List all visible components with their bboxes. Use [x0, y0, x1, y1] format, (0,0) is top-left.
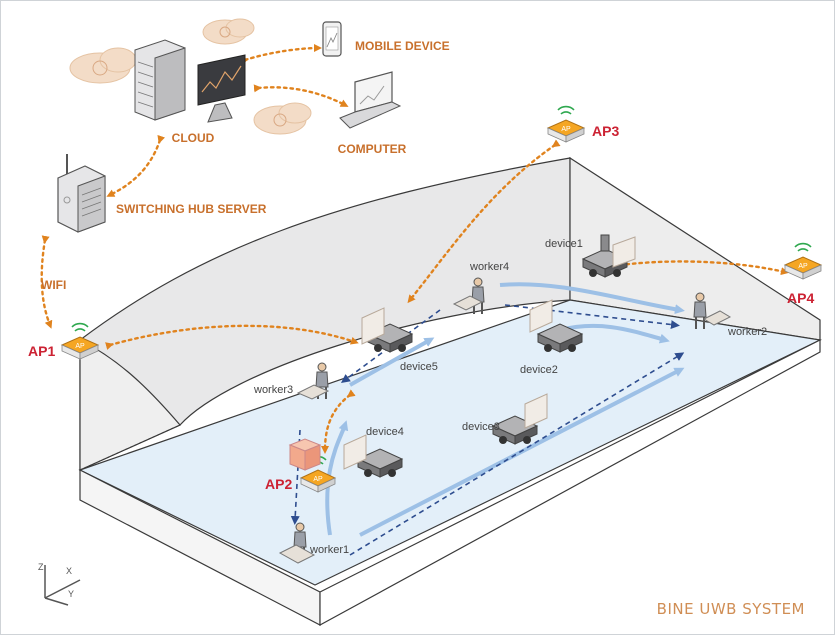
ap4-label: AP4 [787, 290, 814, 306]
axis-indicator-icon [44, 565, 81, 606]
ap1-node: AP [60, 322, 100, 360]
worker3-icon [296, 362, 330, 400]
device4-label: device4 [366, 426, 404, 438]
pallet-stack-icon [288, 438, 322, 471]
forklift-device1-icon [581, 234, 636, 278]
link-ap3-worker4 [407, 139, 561, 304]
wifi-signal-icon [71, 322, 89, 332]
worker3-label: worker3 [253, 384, 293, 396]
wifi-signal-icon [794, 242, 812, 252]
cloud-label: CLOUD [172, 131, 215, 145]
path-mid [559, 323, 670, 344]
forklift-device2-icon [529, 299, 584, 353]
connections [40, 44, 789, 454]
mobile-device-label: MOBILE DEVICE [355, 39, 450, 53]
ap3-badge: AP [561, 126, 571, 133]
movement-paths [290, 282, 685, 556]
worker4-label: worker4 [469, 261, 509, 273]
ap2-node: AP [299, 455, 337, 493]
hidden-edge [79, 424, 181, 471]
link-cloud-mobile [239, 44, 322, 66]
mobile-device-icon [322, 21, 342, 57]
ap3-label: AP3 [592, 123, 619, 139]
warehouse [78, 156, 822, 627]
hub-server-icon [57, 154, 106, 233]
dashed-worker1-worker2 [349, 352, 685, 556]
computer-label: COMPUTER [338, 142, 407, 156]
worker1-label: worker1 [309, 544, 349, 556]
ap1-badge: AP [75, 343, 85, 350]
link-ap2-device5 [321, 389, 356, 454]
axis-x-label: X [66, 566, 72, 576]
ap4-badge: AP [798, 263, 808, 270]
axis-y-label: Y [68, 589, 74, 599]
device5-label: device5 [400, 361, 438, 373]
link-ap4-device1 [615, 260, 789, 276]
computer-icon [339, 71, 402, 129]
device2-label: device2 [520, 364, 558, 376]
dashed-worker3-worker1 [290, 429, 301, 525]
ap2-badge: AP [313, 476, 323, 483]
link-cloud-computer [253, 84, 349, 107]
ap2-label: AP2 [265, 476, 292, 492]
forklift-device5-icon [361, 307, 414, 353]
axis-z-label: Z [38, 562, 44, 572]
link-hub-ap1 [40, 235, 53, 329]
dashed-device5 [340, 309, 441, 383]
worker2-label: worker2 [727, 326, 767, 338]
forklift-device4-icon [343, 434, 404, 478]
cloud-icon [69, 18, 312, 135]
front-right-edge [319, 339, 821, 627]
ap3-node: AP [546, 105, 586, 143]
forklift-device3-icon [491, 393, 548, 445]
device3-label: device3 [462, 421, 500, 433]
device1-label: device1 [545, 238, 583, 250]
ap1-label: AP1 [28, 343, 55, 359]
wifi-label: WIFI [41, 278, 66, 292]
link-ap1-device5 [105, 324, 359, 350]
worker2-icon [693, 292, 732, 329]
hub-label: SWITCHING HUB SERVER [116, 202, 267, 216]
path-device5 [349, 337, 435, 387]
ap4-node: AP [783, 242, 823, 280]
worker4-icon [452, 277, 485, 314]
link-cloud-hub [106, 134, 166, 197]
wifi-signal-icon [557, 105, 575, 115]
system-title: BINE UWB SYSTEM [657, 600, 805, 618]
worker1-icon [278, 522, 316, 564]
